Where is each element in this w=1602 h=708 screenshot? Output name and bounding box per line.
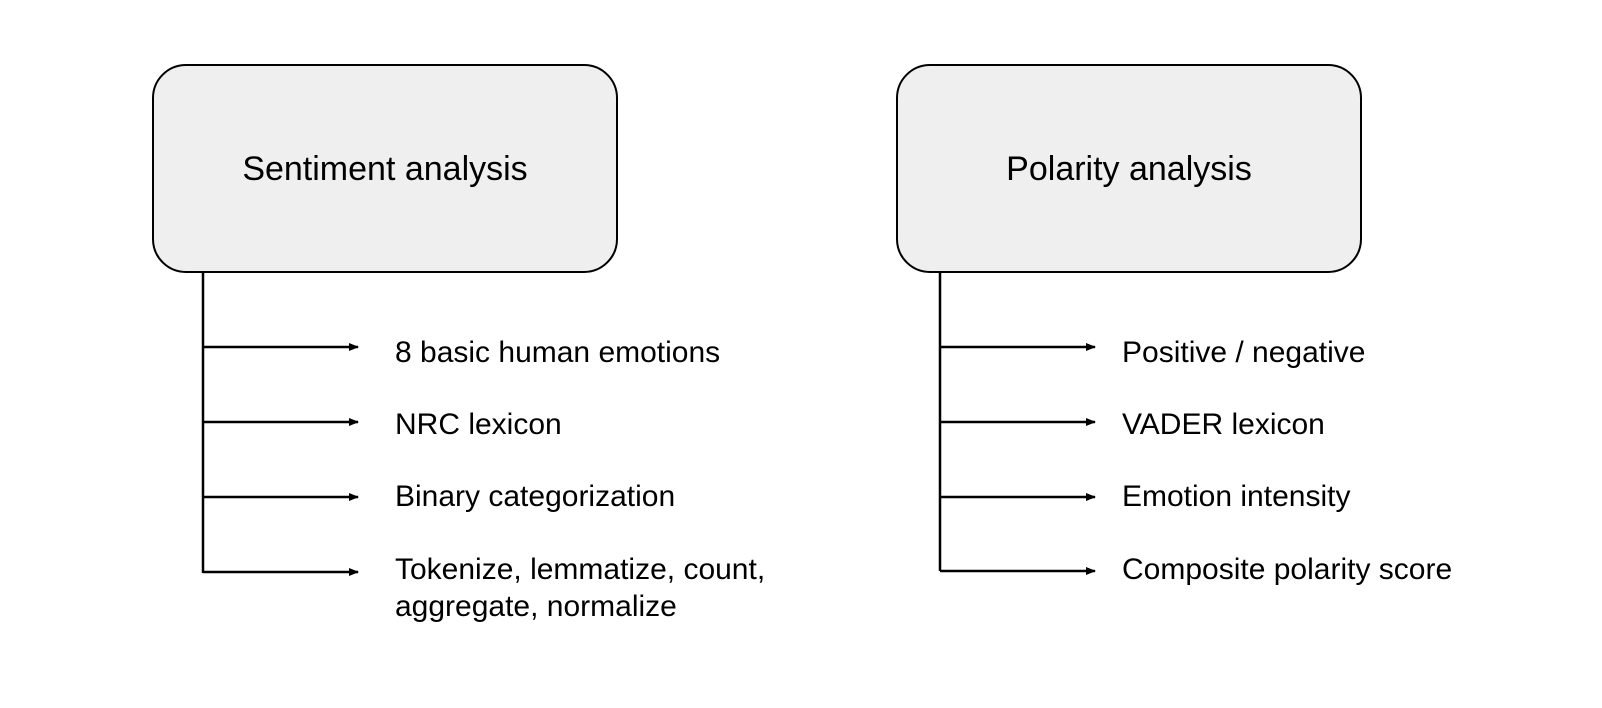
polarity-analysis-box: Polarity analysis — [896, 64, 1362, 273]
sentiment-item-label: Tokenize, lemmatize, count, aggregate, n… — [395, 553, 766, 623]
polarity-item-label: Emotion intensity — [1122, 480, 1351, 513]
sentiment-item-label: 8 basic human emotions — [395, 336, 721, 369]
polarity-item-label: Composite polarity score — [1122, 553, 1453, 586]
polarity-item-label: VADER lexicon — [1122, 408, 1325, 441]
sentiment-item-label: NRC lexicon — [395, 408, 562, 441]
sentiment-item-label: Binary categorization — [395, 480, 676, 513]
sentiment-analysis-box: Sentiment analysis — [152, 64, 618, 273]
sentiment-analysis-title: Sentiment analysis — [242, 149, 528, 188]
polarity-analysis-title: Polarity analysis — [1006, 149, 1252, 188]
polarity-item-label: Positive / negative — [1122, 336, 1366, 369]
